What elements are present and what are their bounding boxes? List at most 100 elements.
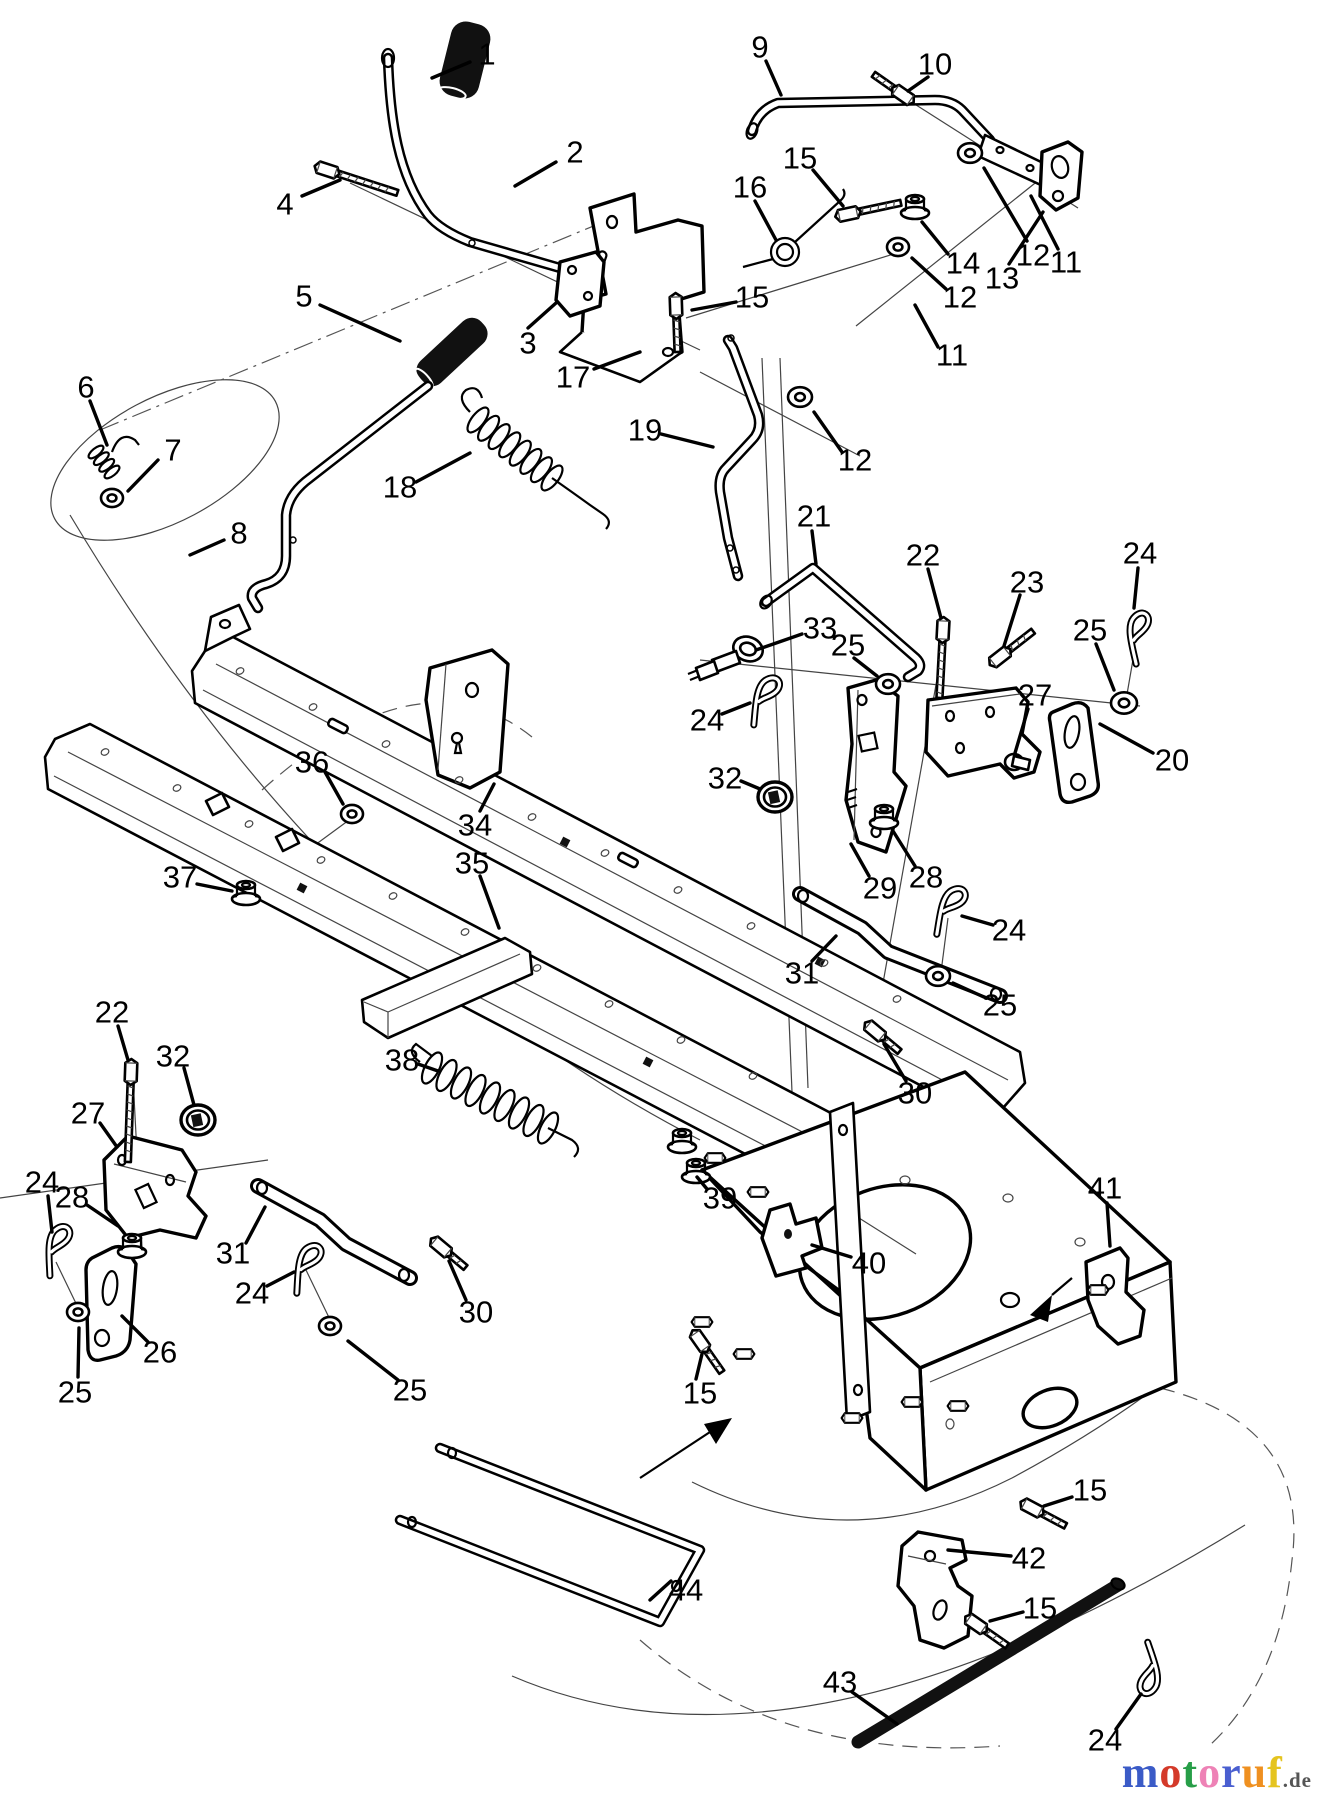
- bracket-41: [1030, 1246, 1146, 1346]
- callout-28: 28: [909, 860, 943, 895]
- lift-handle-grip-1: [437, 21, 491, 100]
- callout-24: 24: [1123, 536, 1157, 571]
- callout-25: 25: [983, 988, 1017, 1023]
- frame-crossbar: [360, 936, 534, 1040]
- callout-12: 12: [943, 280, 977, 315]
- motoruf-watermark-link[interactable]: motoruf.de: [1122, 1747, 1312, 1798]
- callout-23: 23: [1010, 565, 1044, 600]
- callout-24: 24: [235, 1276, 269, 1311]
- callout-6: 6: [77, 370, 94, 405]
- extension-spring-38: [410, 1042, 580, 1158]
- callout-41: 41: [1088, 1171, 1122, 1206]
- bracket-42: [896, 1530, 974, 1650]
- watermark-letter: r: [1221, 1748, 1242, 1797]
- callout-44: 44: [669, 1573, 703, 1608]
- torsion-spring-6: [110, 435, 140, 453]
- callout-15: 15: [1073, 1473, 1107, 1508]
- lift-lever-19: [714, 334, 765, 582]
- link-rod-21: [759, 562, 926, 683]
- callout-25: 25: [1073, 613, 1107, 648]
- callout-9: 9: [751, 30, 768, 65]
- callout-8: 8: [230, 516, 247, 551]
- latch-link-13: [1038, 140, 1084, 212]
- extension-spring-18: [460, 387, 610, 530]
- callout-36: 36: [295, 745, 329, 780]
- link-26: [84, 1244, 138, 1362]
- callout-1: 1: [478, 37, 495, 72]
- callout-25: 25: [58, 1375, 92, 1410]
- callout-3: 3: [519, 326, 536, 361]
- fastener-glyphs: [45, 70, 1162, 1698]
- assembly-arrow: [639, 1418, 732, 1479]
- lift-arm-31-left: [250, 1178, 418, 1286]
- callout-25: 25: [831, 628, 865, 663]
- callout-29: 29: [863, 871, 897, 906]
- callout-37: 37: [163, 860, 197, 895]
- callout-22: 22: [906, 538, 940, 573]
- callout-20: 20: [1155, 743, 1189, 778]
- callout-43: 43: [823, 1665, 857, 1700]
- callout-21: 21: [797, 499, 831, 534]
- callout-2: 2: [566, 135, 583, 170]
- callout-32: 32: [708, 761, 742, 796]
- stabilizer-rod-43: [851, 1577, 1126, 1749]
- bracket-34: [424, 648, 510, 790]
- callout-35: 35: [455, 846, 489, 881]
- callout-11: 11: [936, 338, 968, 373]
- callout-26: 26: [143, 1335, 177, 1370]
- watermark-letter: m: [1121, 1748, 1160, 1797]
- callout-32: 32: [156, 1039, 190, 1074]
- shoulder-bolt-33: [687, 635, 764, 682]
- callout-22: 22: [95, 995, 129, 1030]
- callout-39: 39: [703, 1181, 737, 1216]
- callout-28: 28: [55, 1180, 89, 1215]
- callout-13: 13: [985, 261, 1019, 296]
- callout-17: 17: [556, 360, 590, 395]
- callout-38: 38: [385, 1043, 419, 1078]
- callout-4: 4: [276, 187, 293, 222]
- watermark-suffix: .de: [1282, 1768, 1312, 1792]
- callout-31: 31: [785, 956, 819, 991]
- callout-7: 7: [164, 433, 181, 468]
- pivot-bracket-27-right: [924, 686, 1042, 780]
- callout-16: 16: [733, 170, 767, 205]
- watermark-letter: t: [1182, 1748, 1199, 1797]
- callout-15: 15: [1023, 1591, 1057, 1626]
- callout-10: 10: [918, 47, 952, 82]
- watermark-letter: f: [1267, 1748, 1283, 1797]
- watermark-letter: u: [1241, 1748, 1268, 1797]
- callout-25: 25: [393, 1373, 427, 1408]
- callout-30: 30: [898, 1076, 932, 1111]
- callout-24: 24: [992, 913, 1026, 948]
- watermark-letter: o: [1198, 1748, 1222, 1797]
- callout-40: 40: [852, 1246, 886, 1281]
- callout-15: 15: [735, 280, 769, 315]
- callout-34: 34: [458, 808, 492, 843]
- pivot-bracket-27-left: [102, 1134, 208, 1240]
- callout-24: 24: [690, 703, 724, 738]
- callout-12: 12: [838, 443, 872, 478]
- callout-31: 31: [216, 1236, 250, 1271]
- clutch-grip-5: [414, 317, 488, 389]
- link-20: [1047, 700, 1101, 805]
- callout-11: 11: [1050, 245, 1082, 280]
- callout-30: 30: [459, 1295, 493, 1330]
- deck-support-44: [394, 1442, 706, 1628]
- callout-24: 24: [1088, 1723, 1122, 1758]
- callout-27: 27: [71, 1096, 105, 1131]
- callout-15: 15: [783, 141, 817, 176]
- lift-handle-2: [380, 47, 566, 274]
- callout-33: 33: [803, 611, 837, 646]
- callout-19: 19: [628, 413, 662, 448]
- callout-15: 15: [683, 1376, 717, 1411]
- callout-5: 5: [295, 279, 312, 314]
- callout-42: 42: [1012, 1541, 1046, 1576]
- callout-14: 14: [946, 246, 980, 281]
- callout-27: 27: [1018, 678, 1052, 713]
- callout-12: 12: [1016, 238, 1050, 273]
- callout-24: 24: [25, 1165, 59, 1200]
- watermark-letter: o: [1159, 1748, 1183, 1797]
